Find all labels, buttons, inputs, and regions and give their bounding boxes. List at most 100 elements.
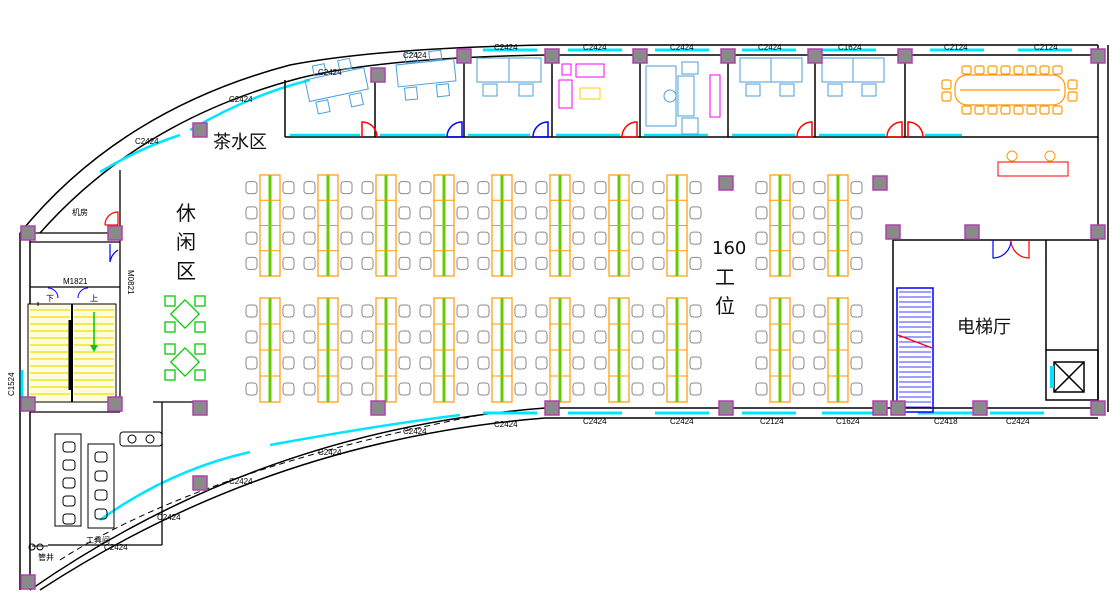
chair [398,382,411,396]
window-label: C2424 [157,513,181,522]
chair [631,304,644,318]
chair [792,356,805,370]
window-label: C2424 [318,68,342,77]
chair [652,330,665,344]
window-labels-bottom: C2424 C2424 C2424 C2424 C2124 C1624 C241… [7,372,1030,552]
chair [572,231,585,245]
top-glazing [20,48,1072,398]
door-label-m0821: M0821 [126,270,135,295]
chair [755,206,768,220]
toilet [62,513,76,525]
conference-chair [1000,105,1011,115]
conference-chair [987,105,998,115]
workstation-cluster [477,297,527,403]
m0821-door [109,244,119,263]
office-doors [361,121,924,138]
chair [594,256,607,270]
chair [361,330,374,344]
conference-chair [974,105,985,115]
chair [755,330,768,344]
workstation-cluster [813,297,863,403]
stair-landing-door [47,287,89,299]
chair [245,330,258,344]
chair [245,356,258,370]
chair [594,382,607,396]
chair [477,256,490,270]
chair [456,304,469,318]
workstation-cluster [813,174,863,277]
chair [419,256,432,270]
chair [572,181,585,195]
chair [689,256,702,270]
office-furniture [304,49,885,135]
chair [303,206,316,220]
stair-down-label: 下 [46,294,54,303]
conference-chair [1013,65,1024,75]
column [718,175,734,191]
chair [850,330,863,344]
column [1090,48,1106,64]
chair [419,382,432,396]
chair [535,206,548,220]
chair [652,356,665,370]
window-label: C2424 [135,137,159,146]
chair [340,382,353,396]
workstation-cluster [535,297,585,403]
window-label: C2424 [670,43,694,52]
column [192,475,208,491]
chair [572,356,585,370]
chair [689,356,702,370]
workstation-cluster [419,297,469,403]
chair [755,304,768,318]
column [872,175,888,191]
chair [572,256,585,270]
chair [361,181,374,195]
window-label: C2418 [934,417,958,426]
workstation-cluster [594,297,644,403]
chair [850,206,863,220]
chair [631,231,644,245]
chair [340,256,353,270]
outer-walls [19,44,1109,591]
chair [652,181,665,195]
chair [398,256,411,270]
chair [361,231,374,245]
chair [689,181,702,195]
window-label: C2424 [758,43,782,52]
elevator-hall [892,230,1099,412]
toilet [62,477,76,489]
chair [792,181,805,195]
chair [689,382,702,396]
curved-mullions [59,414,481,561]
chair [456,231,469,245]
toilet [62,459,76,471]
conference-chair [1013,105,1024,115]
conference-chair [941,91,952,102]
chair [535,304,548,318]
toilet [94,508,108,520]
conference-chair [1039,65,1050,75]
chair [631,206,644,220]
column [192,400,208,416]
chair [419,330,432,344]
chair [282,356,295,370]
column [1090,400,1106,416]
conference-chair [1000,65,1011,75]
chair [850,356,863,370]
column [1090,224,1106,240]
chair [419,181,432,195]
chair [631,382,644,396]
chair [689,304,702,318]
chair [755,356,768,370]
structural-columns [20,48,1106,590]
window-label: C2424 [583,417,607,426]
chair [340,304,353,318]
chair [514,256,527,270]
window-label: C1524 [7,372,16,396]
chair [303,231,316,245]
column [972,400,988,416]
chair [340,231,353,245]
chair [652,231,665,245]
chair [652,206,665,220]
